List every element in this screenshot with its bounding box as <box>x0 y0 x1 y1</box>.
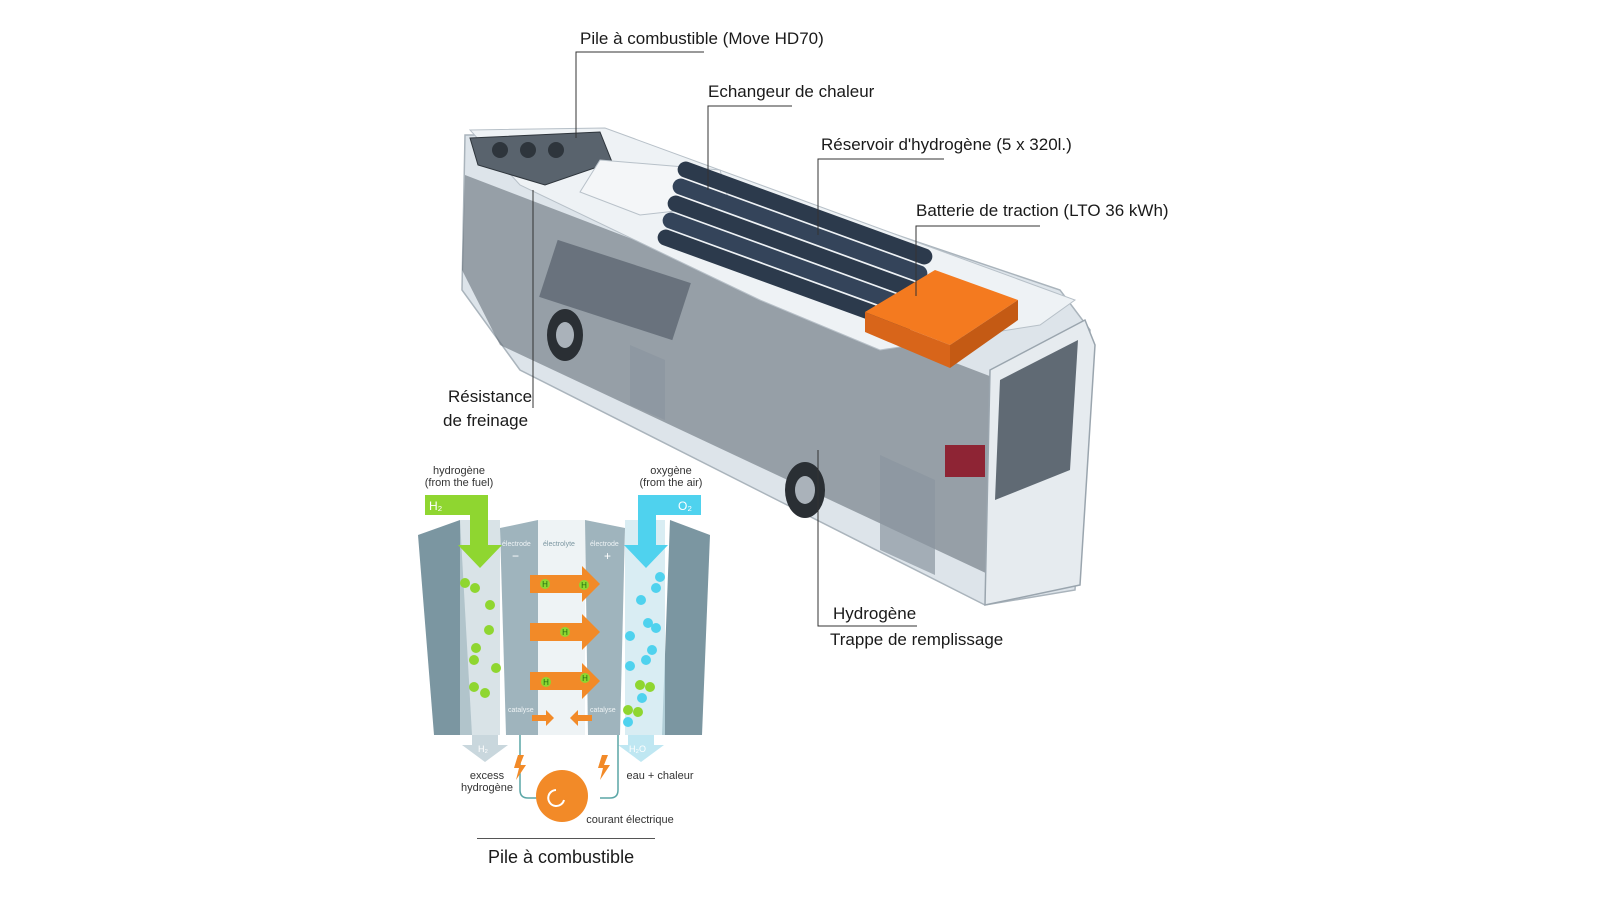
fuel-cell-fan <box>492 142 508 158</box>
leader-heat-exchanger <box>707 105 792 190</box>
fuel-cell-fan <box>520 142 536 158</box>
leader-hydrogen-tanks <box>817 158 944 235</box>
traction-battery <box>865 270 1018 345</box>
excess-hydrogen-label: excess hydrogène <box>448 770 526 794</box>
leader-fuel-cell <box>575 51 704 138</box>
traction-battery-side <box>865 312 950 368</box>
leader-battery <box>915 225 1040 296</box>
fuel-cell-diagram: H₂ O₂ électrode électrolyte électrode − … <box>418 495 710 822</box>
excess-label-1: excess <box>469 770 505 782</box>
hydrogen-molecules <box>460 578 501 698</box>
label-brake-resistor-2: de freinage <box>443 411 529 430</box>
electrolyte-text: électrolyte <box>543 541 575 548</box>
h2-out-symbol: H₂ <box>478 744 488 754</box>
lightning-icon <box>598 755 610 780</box>
o2-symbol: O₂ <box>678 499 692 513</box>
svg-text:H: H <box>562 628 568 637</box>
drivetrain <box>539 239 691 341</box>
hydrogen-inlet-arrow <box>425 495 502 568</box>
label-fuel-cell-stack: Pile à combustible (Move HD70) <box>580 29 824 48</box>
circuit-wire <box>519 735 619 799</box>
leader-refuel <box>817 450 917 627</box>
catalyst-cathode: catalyse <box>590 707 616 714</box>
hydrogen-outlet-arrow <box>462 735 508 762</box>
water-heat-label: eau + chaleur <box>626 770 694 782</box>
oxygen-inlet-arrow <box>624 495 701 568</box>
catalyst-anode: catalyse <box>508 707 534 714</box>
lightning-icon <box>514 755 526 780</box>
hydrogen-label-2: (from the fuel) <box>424 477 494 489</box>
proton-ions: H H H H H <box>540 579 590 687</box>
rear-door <box>630 345 665 420</box>
load-circle <box>536 770 588 822</box>
anode-plate <box>418 520 472 735</box>
h2o-symbol: H₂O <box>629 744 646 754</box>
motor-icon <box>547 789 565 807</box>
oxygen-label-1: oxygène <box>650 465 692 477</box>
anode-label: électrode <box>502 541 531 548</box>
label-traction-battery: Batterie de traction (LTO 36 kWh) <box>916 201 1169 220</box>
water-outlet-arrow <box>618 735 664 762</box>
fuel-cell-fan <box>548 142 564 158</box>
hydrogen-tanks <box>657 161 933 333</box>
anode-electrode <box>500 520 538 735</box>
front-wheel-hub <box>795 476 815 504</box>
label-brake-resistor-1: Résistance <box>448 387 533 406</box>
label-heat-exchanger: Echangeur de chaleur <box>708 82 875 101</box>
plus-sign: + <box>604 549 611 563</box>
minus-sign: − <box>512 549 519 563</box>
oxygen-label-2: (from the air) <box>639 477 703 489</box>
caption-rule <box>477 838 655 839</box>
oxygen-label: oxygène (from the air) <box>630 465 712 489</box>
front-door <box>880 455 935 575</box>
bus-windshield <box>995 340 1078 500</box>
label-refuel-1: Hydrogène <box>833 604 917 623</box>
h2-symbol: H₂ <box>429 499 443 513</box>
current-label: courant électrique <box>586 814 674 826</box>
svg-text:H: H <box>542 580 548 589</box>
cathode-plate <box>662 520 710 735</box>
rear-wheel-hub <box>556 322 574 348</box>
svg-text:H: H <box>543 678 549 687</box>
label-refuel-2: Trappe de remplissage <box>830 630 1004 649</box>
front-equipment <box>945 445 985 477</box>
svg-text:H: H <box>582 674 588 683</box>
oxygen-molecules <box>623 572 665 727</box>
leader-lines <box>532 51 1040 627</box>
water-molecules <box>623 680 655 717</box>
label-hydrogen-tanks: Réservoir d'hydrogène (5 x 320l.) <box>821 135 1072 154</box>
hydrogen-label: hydrogène (from the fuel) <box>418 465 500 489</box>
excess-label-2: hydrogène <box>461 782 513 794</box>
traction-battery-end <box>950 300 1018 368</box>
fuel-cell-caption: Pile à combustible <box>488 847 635 867</box>
svg-text:H: H <box>581 581 587 590</box>
cathode-label: électrode <box>590 541 619 548</box>
hydrogen-label-1: hydrogène <box>433 465 485 477</box>
